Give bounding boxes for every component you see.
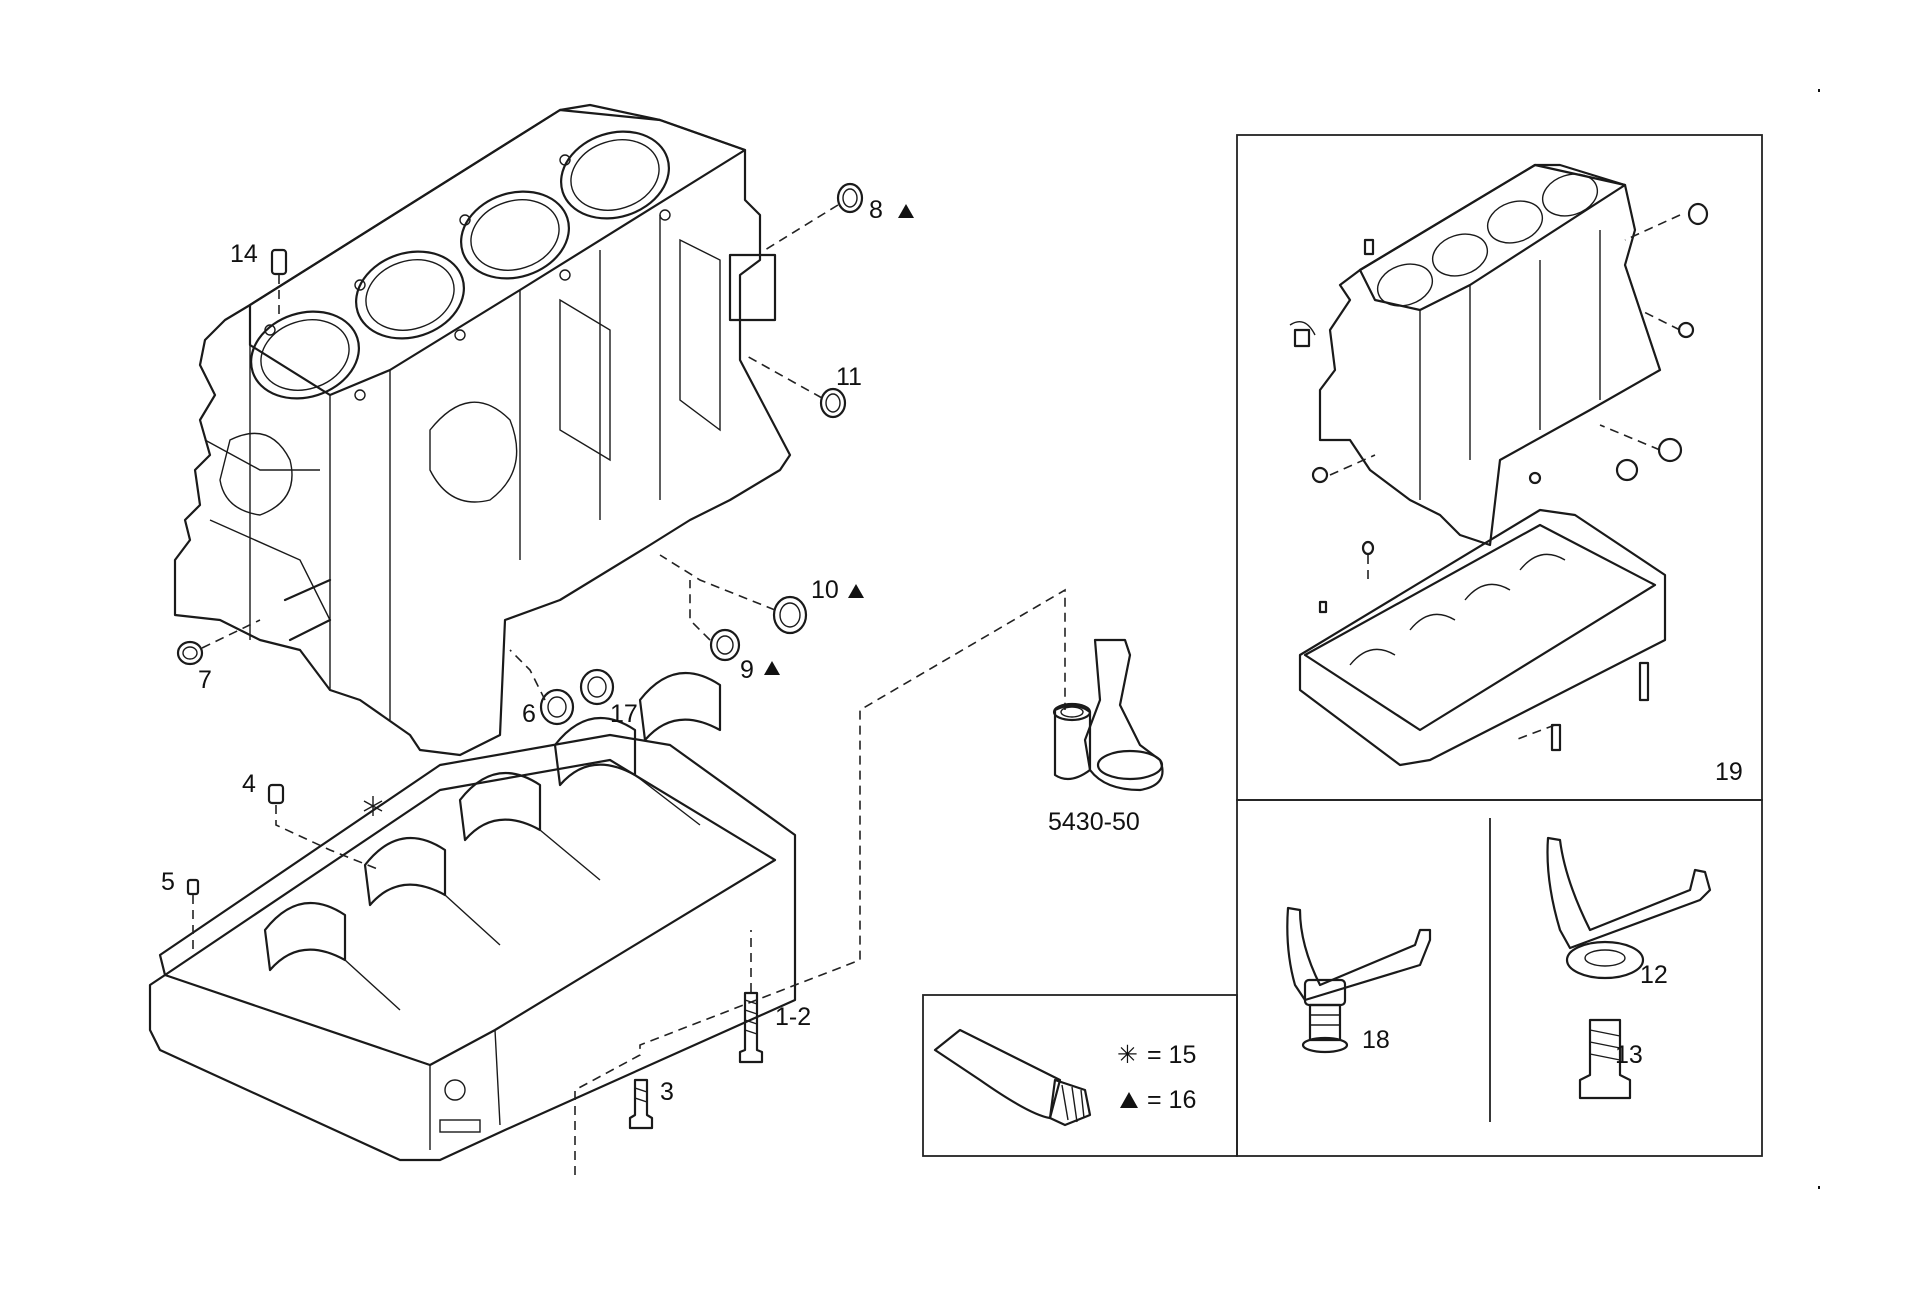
- callout-8: 8: [869, 196, 883, 224]
- plug-11: [744, 354, 847, 419]
- sealant-box: [922, 994, 1238, 1157]
- bolt-13: [1578, 1018, 1632, 1100]
- plug-6: [509, 649, 575, 726]
- oil-jet-12: [1546, 836, 1712, 980]
- bedplate: [148, 671, 797, 1162]
- callout-1-2: 1-2: [775, 1003, 811, 1031]
- dowel-pin-14: [270, 248, 288, 320]
- callout-3: 3: [660, 1078, 674, 1106]
- inset-bedplate: [1298, 508, 1667, 767]
- callout-19: 19: [1715, 758, 1743, 786]
- corner-mark: [1818, 89, 1820, 92]
- bolt-3: [628, 1078, 654, 1130]
- callout-10: 10: [811, 576, 839, 604]
- lower-right-box: [1236, 799, 1763, 1157]
- callout-5: 5: [161, 868, 175, 896]
- oil-jet-18: [1286, 906, 1432, 1054]
- pickup-leader-line: [574, 588, 1066, 1175]
- callout-14: 14: [230, 240, 258, 268]
- oil-pickup: [1052, 638, 1164, 792]
- dowel-4: [267, 783, 381, 871]
- plug-17: [579, 668, 615, 706]
- callout-12: 12: [1640, 961, 1668, 989]
- plug-7: [176, 619, 261, 666]
- triangle-marker-icon: [1120, 1092, 1138, 1108]
- legend-asterisk-symbol: ✳: [1117, 1041, 1138, 1069]
- engine-block: [173, 103, 792, 757]
- triangle-marker-icon: [764, 661, 780, 675]
- bolt-1-2: [738, 930, 764, 1064]
- dowel-5: [186, 878, 200, 955]
- callout-9: 9: [740, 656, 754, 684]
- plug-9: [689, 580, 741, 662]
- legend-triangle-ref: = 16: [1147, 1086, 1196, 1114]
- plug-8: [764, 182, 864, 251]
- callout-5430-50: 5430-50: [1048, 808, 1140, 836]
- plug-10: [659, 554, 808, 635]
- callout-11: 11: [836, 363, 862, 391]
- corner-mark: [1818, 1186, 1820, 1189]
- sealant-tube: [933, 1028, 1092, 1127]
- callout-18: 18: [1362, 1026, 1390, 1054]
- callout-13: 13: [1615, 1041, 1643, 1069]
- callout-7: 7: [198, 666, 212, 694]
- triangle-marker-icon: [898, 204, 914, 218]
- callout-17: 17: [610, 700, 638, 728]
- inset-small-parts: [1293, 202, 1709, 752]
- asterisk-marker-icon: [363, 796, 383, 816]
- callout-6: 6: [522, 700, 536, 728]
- callout-4: 4: [242, 770, 256, 798]
- legend-asterisk-ref: = 15: [1147, 1041, 1196, 1069]
- triangle-marker-icon: [848, 584, 864, 598]
- inset-engine-block: [1289, 163, 1681, 547]
